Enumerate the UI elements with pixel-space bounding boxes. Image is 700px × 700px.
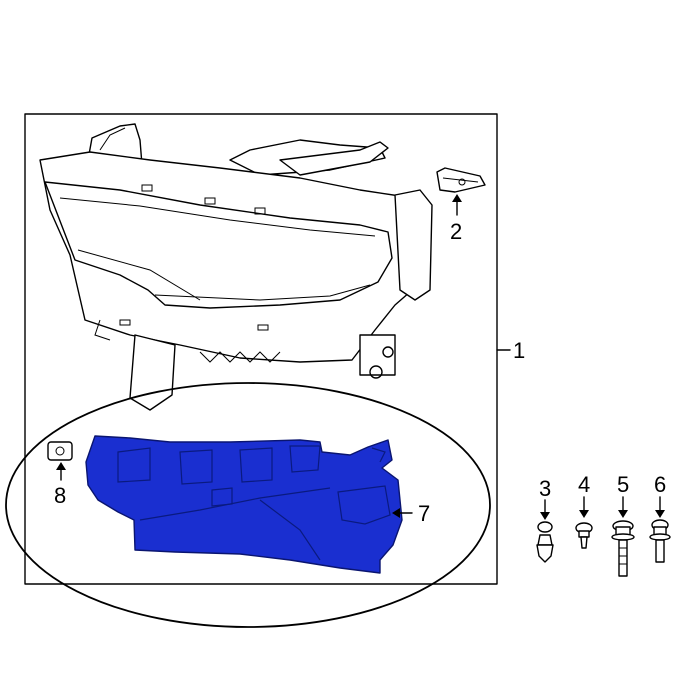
bracket-part-7[interactable] (85, 435, 403, 574)
highlight-ellipse (5, 382, 491, 628)
callout-1: 1 (513, 338, 525, 363)
push-pin-part-3[interactable] (536, 521, 554, 563)
callout-2-arrowhead (452, 194, 462, 202)
callout-5-arrowhead (618, 510, 628, 518)
assembly-frame (24, 113, 498, 585)
callout-7: 7 (418, 501, 430, 526)
callout-6-arrowhead (655, 510, 665, 518)
screw-part-4[interactable] (575, 522, 593, 549)
clip-part-8[interactable] (47, 441, 73, 461)
callout-6: 6 (654, 472, 666, 497)
bracket-part-2[interactable] (436, 167, 486, 193)
callout-8-arrowhead (56, 462, 66, 470)
callout-4-arrowhead (579, 510, 589, 518)
callout-8: 8 (54, 483, 66, 508)
headlamp-assembly[interactable] (39, 123, 433, 411)
callout-4: 4 (578, 472, 590, 497)
bolt-part-5[interactable] (611, 520, 635, 577)
callout-3: 3 (539, 476, 551, 501)
bolt-part-6[interactable] (649, 519, 671, 563)
callout-7-arrowhead (392, 508, 400, 518)
callout-5: 5 (617, 472, 629, 497)
callout-2: 2 (450, 219, 462, 244)
callout-3-arrowhead (540, 512, 550, 520)
